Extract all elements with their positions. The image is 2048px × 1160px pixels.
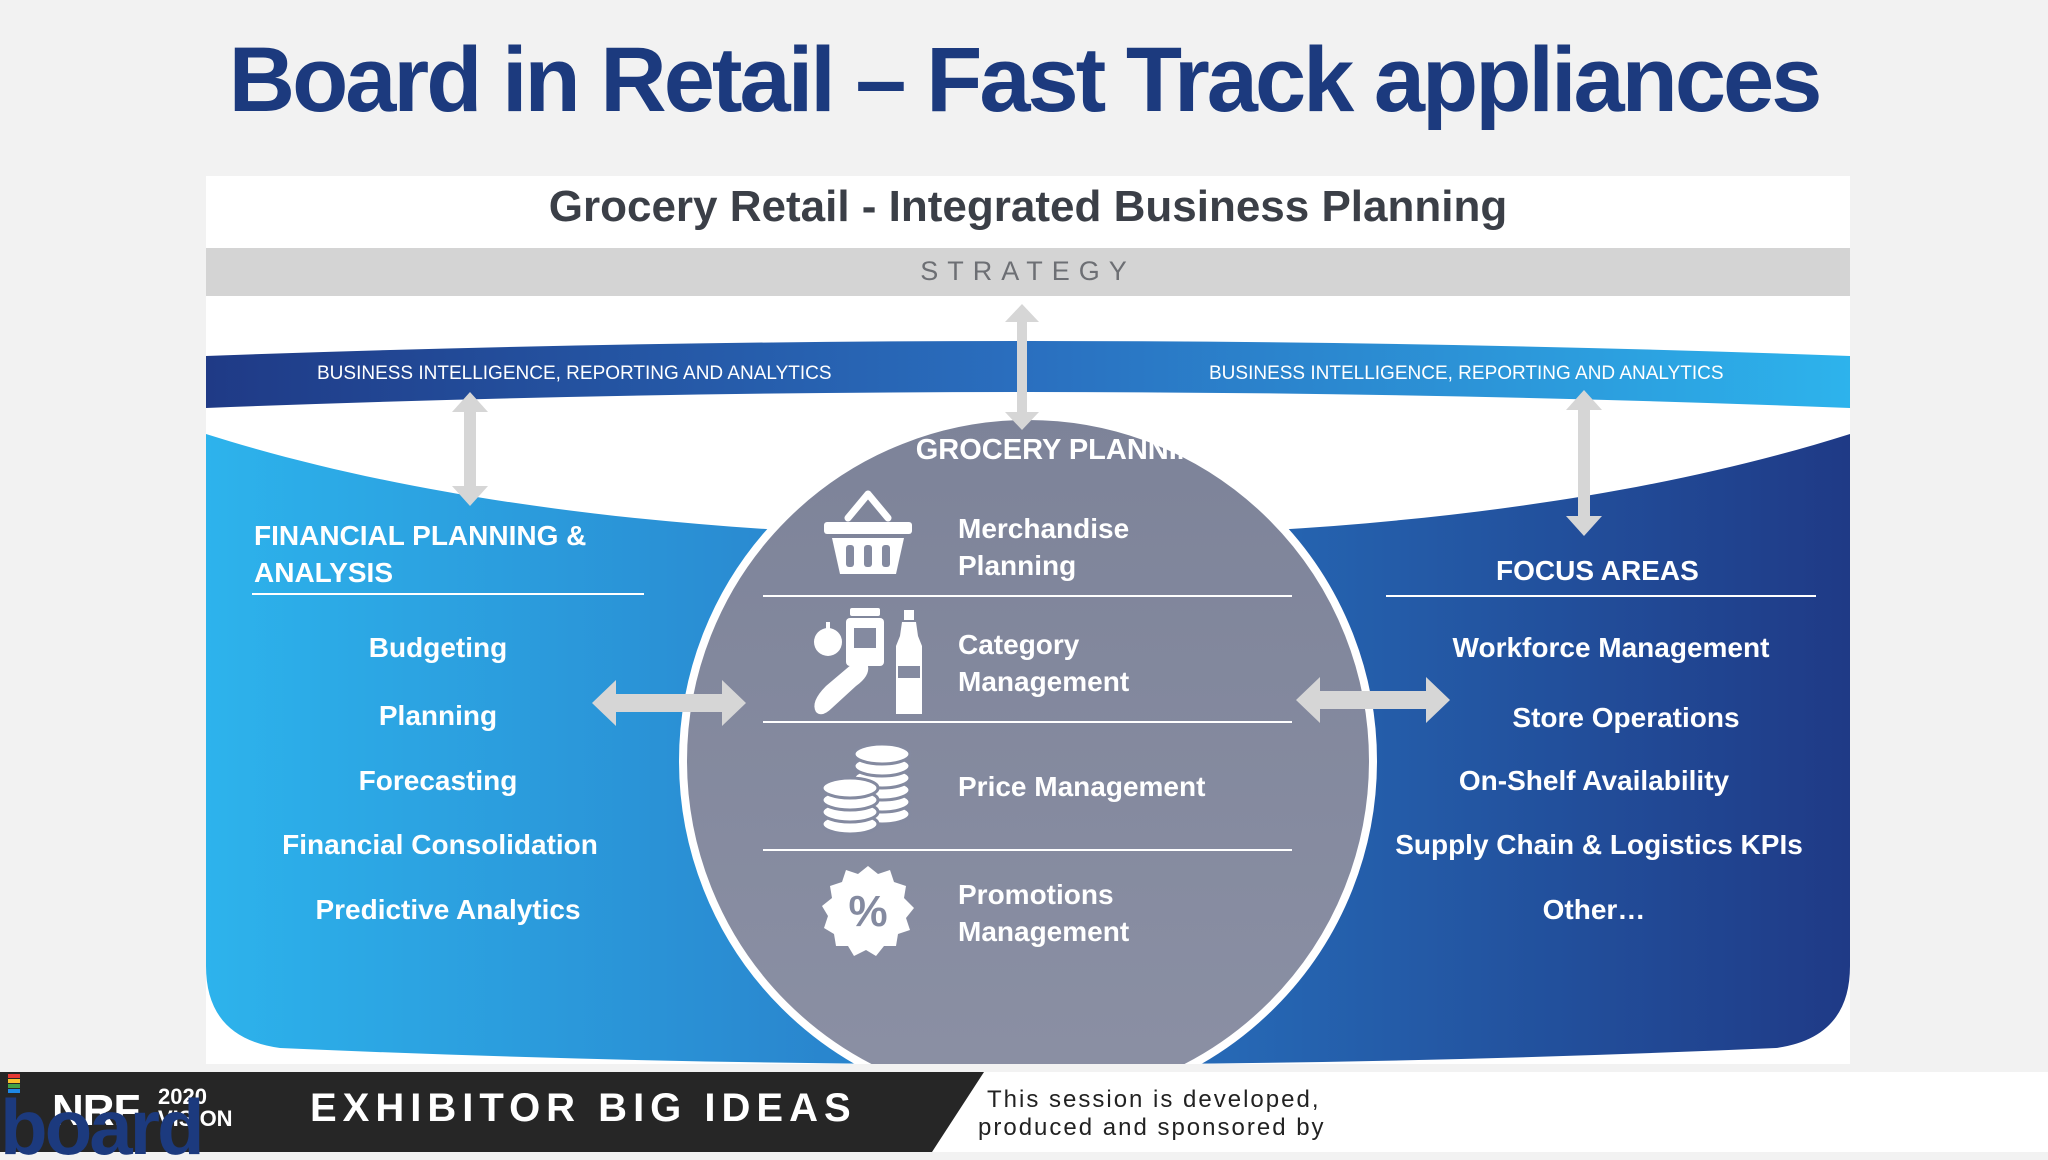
footer-banner: NRF 2020 VISION EXHIBITOR BIG IDEAS This… [0,1072,2048,1160]
bi-left-arrow [452,392,488,506]
event-name: EXHIBITOR BIG IDEAS [310,1086,857,1130]
groceries-icon [814,608,922,715]
merchandise-planning-label: Merchandise Planning [958,513,1130,581]
percent-badge-icon: % [822,866,914,956]
left-exchange-arrow [592,680,746,726]
left-list-item: Financial Consolidation [282,829,598,860]
slide-title: Board in Retail – Fast Track appliances [228,29,1823,131]
bi-label-right: BUSINESS INTELLIGENCE, REPORTING AND ANA… [1209,363,1724,384]
right-exchange-arrow [1296,677,1450,723]
diagram-title: Grocery Retail - Integrated Business Pla… [548,182,1508,231]
right-list-item: Store Operations [1512,702,1740,733]
nrf-vision: VISION [158,1106,233,1131]
sponsor-note-line1: This session is developed, [987,1086,1321,1113]
left-list-item: Forecasting [358,765,518,796]
left-list-item: Planning [378,700,498,731]
diagram-background [206,248,1850,1064]
price-management-label: Price Management [958,771,1206,802]
right-list-item: On-Shelf Availability [1458,765,1730,796]
footer-background [0,1072,984,1152]
bi-band [206,341,1850,408]
left-list-item: Predictive Analytics [315,894,581,925]
right-list-item: Supply Chain & Logistics KPIs [1395,829,1803,860]
strategy-bar [206,248,1850,296]
svg-text:%: % [848,887,887,936]
sponsor-note-line2: produced and sponsored by [978,1114,1326,1141]
strategy-arrow [1005,304,1039,430]
promotions-management-label: Promotions Management [958,879,1130,947]
ibp-diagram: Grocery Retail - Integrated Business Pla… [206,176,1850,1064]
right-list-item: Other… [1542,894,1646,925]
basket-icon [824,490,912,574]
left-list-item: Budgeting [368,632,508,663]
board-logo: board [0,1074,205,1160]
svg-text:board: board [0,1083,202,1160]
focus-areas-heading: FOCUS AREAS [1496,555,1699,586]
bi-right-arrow [1566,390,1602,536]
bi-label-left: BUSINESS INTELLIGENCE, REPORTING AND ANA… [317,363,832,384]
category-management-label: Category Management [958,629,1130,697]
nrf-logo-text: NRF [52,1086,140,1135]
grocery-planning-heading: GROCERY PLANNING [915,434,1221,466]
strategy-label: STRATEGY [920,256,1136,286]
financial-planning-heading: FINANCIAL PLANNING & ANALYSIS [254,520,587,588]
nrf-year: 2020 [158,1084,207,1109]
coins-icon [820,742,912,836]
right-list-item: Workforce Management [1452,632,1770,663]
